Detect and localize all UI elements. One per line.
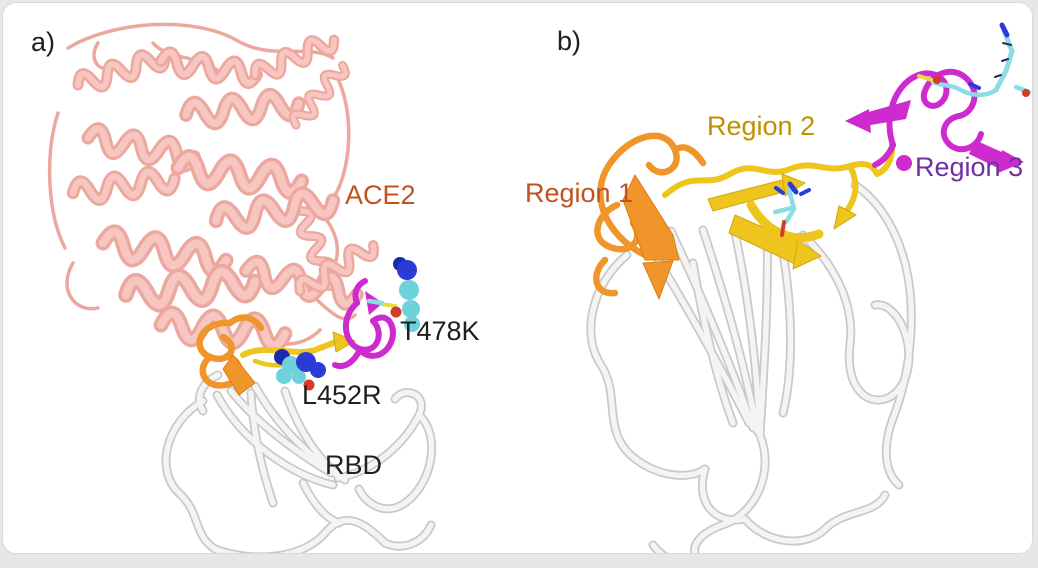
central-stick-residue xyxy=(772,181,811,237)
rbd-ribbon-structure-a xyxy=(166,375,432,554)
panel-a-tag: a) xyxy=(31,27,56,57)
region2-label: Region 2 xyxy=(707,111,816,141)
t478k-label: T478K xyxy=(400,316,480,346)
mutation-spheres-l452r xyxy=(274,349,326,391)
mutation-spheres-t478k xyxy=(390,257,420,332)
region1-label: Region 1 xyxy=(525,178,634,208)
region1-orange-loop-a xyxy=(196,314,265,396)
figure-card: a) ACE2 T478K L452R RBD b) Region 1 Regi… xyxy=(2,2,1033,554)
panel-b-tag: b) xyxy=(557,26,582,56)
ace2-label: ACE2 xyxy=(345,180,416,210)
region1-orange-loop-b xyxy=(593,132,707,300)
rbd-label: RBD xyxy=(325,450,383,480)
region2-yellow-ribbon-b xyxy=(662,142,896,270)
l452r-label: L452R xyxy=(302,380,382,410)
molecular-figure-canvas xyxy=(47,22,1032,554)
glycan-stick-residues xyxy=(917,22,1032,98)
region3-label: Region 3 xyxy=(915,152,1024,182)
t478k-stick-residue xyxy=(366,298,397,308)
ace2-ribbon-structure xyxy=(47,22,378,346)
